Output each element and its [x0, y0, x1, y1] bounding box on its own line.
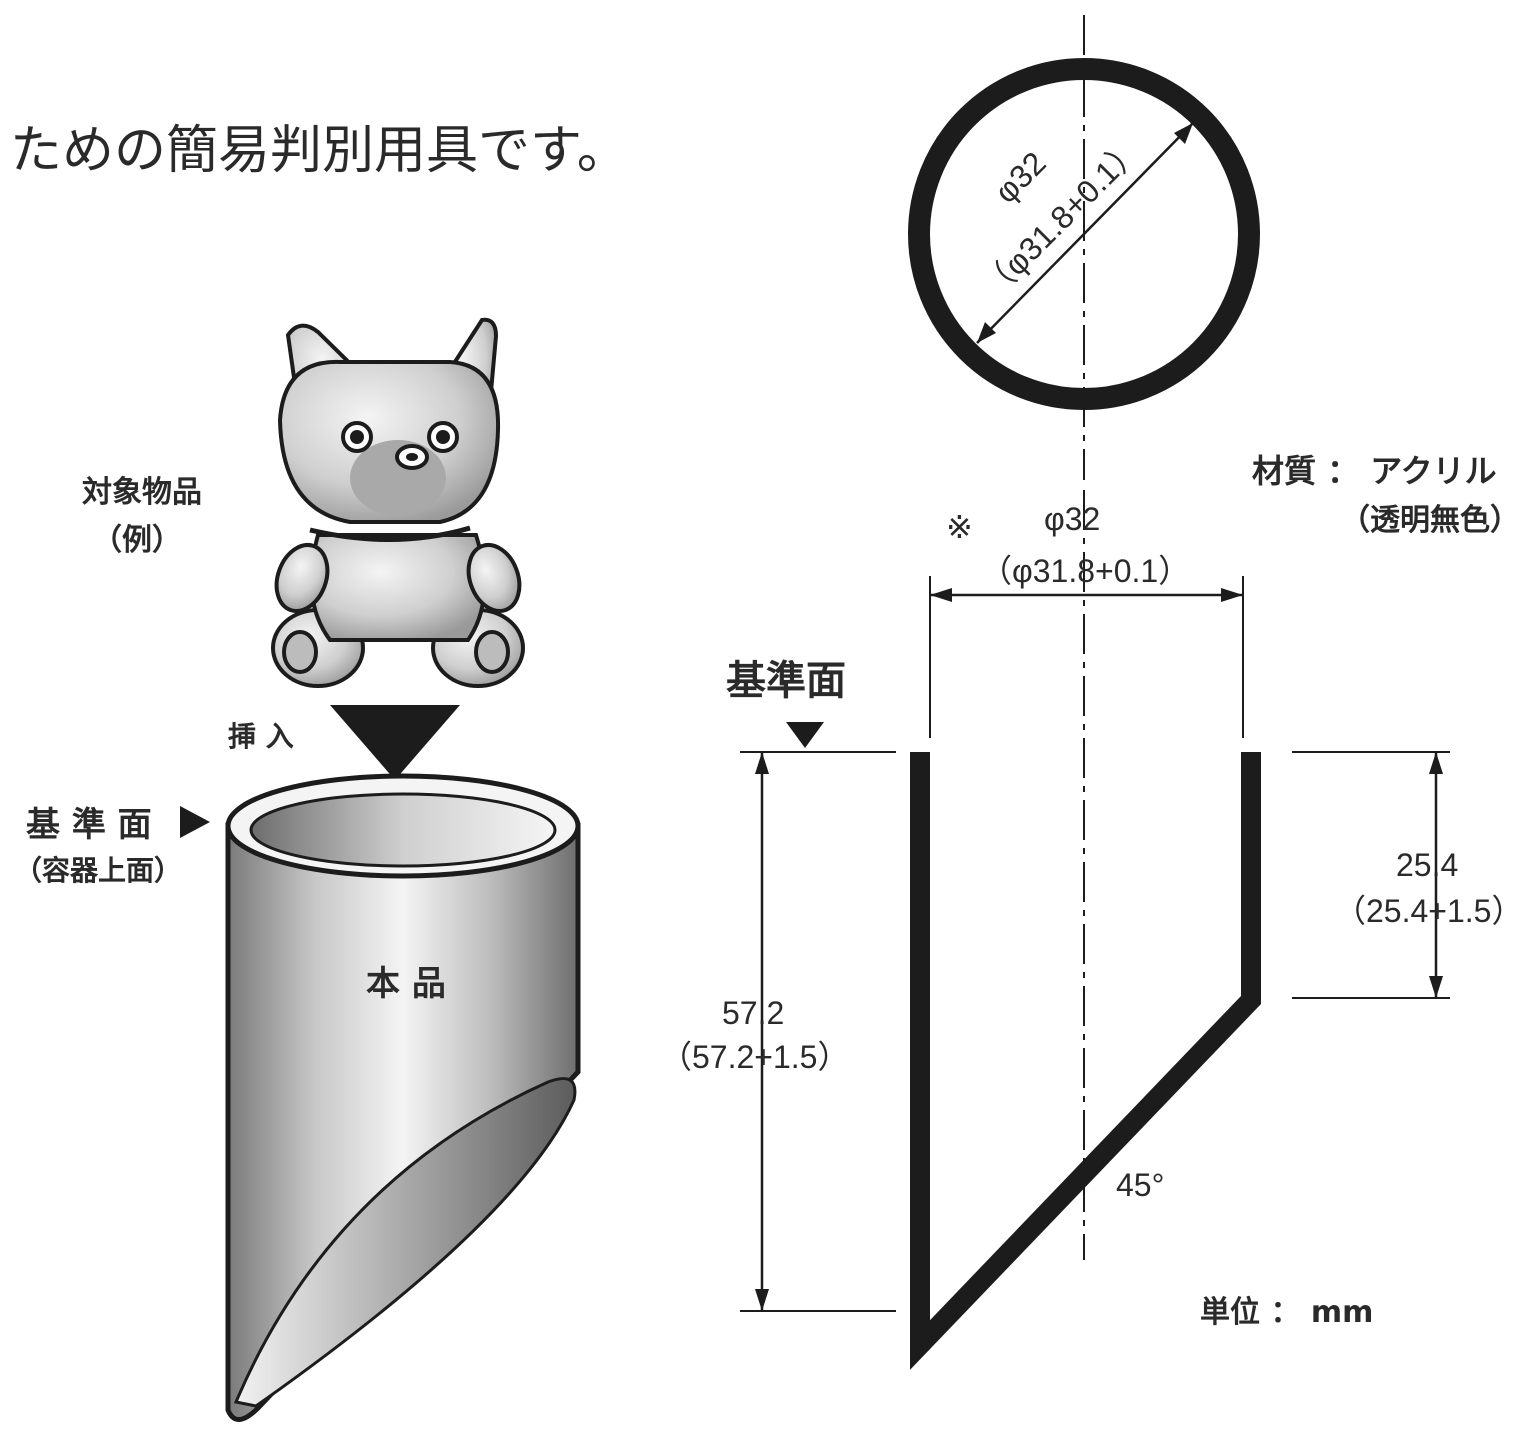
section-view: ※ φ32 （φ31.8+0.1） 基準面 57.2 （57.2+1.5） 25… [660, 490, 1523, 1370]
reference-pointer-icon [180, 806, 210, 838]
insert-arrow-icon [330, 705, 460, 780]
insert-label: 挿 入 [228, 720, 294, 753]
height-straight-tol-label: （25.4+1.5） [1334, 893, 1523, 929]
circle-top-view: φ32 （φ31.8+0.1） [908, 15, 1260, 480]
tube-product-illustration [225, 773, 581, 1422]
reference-label-left-sub: （容器上面） [14, 854, 182, 887]
angle-label: 45° [1116, 1167, 1164, 1203]
reference-label-right: 基準面 [726, 658, 846, 704]
note-mark: ※ [946, 508, 973, 546]
object-label: 対象物品 [82, 475, 202, 510]
circle-diameter-label: φ32 [987, 145, 1052, 210]
material-sub-label: （透明無色） [1340, 503, 1520, 538]
height-total-label: 57.2 [722, 995, 784, 1031]
height-straight-label: 25.4 [1396, 847, 1458, 883]
section-diameter-label: φ32 [1044, 501, 1100, 537]
reference-triangle-icon [786, 722, 824, 748]
reference-label-left: 基 準 面 [26, 805, 152, 845]
object-label-sub: （例） [92, 523, 182, 558]
height-total-tol-label: （57.2+1.5） [660, 1039, 849, 1075]
dog-figure-illustration [271, 317, 525, 688]
product-label: 本 品 [366, 964, 446, 1004]
section-diameter-inner-label: （φ31.8+0.1） [980, 553, 1190, 589]
header-text: ための簡易判別用具です。 [10, 121, 629, 181]
material-label: 材質 ： アクリル [1252, 452, 1497, 490]
circle-diameter-inner-label: （φ31.8+0.1） [974, 131, 1148, 305]
unit-label: 単位 ： mm [1200, 1295, 1373, 1330]
